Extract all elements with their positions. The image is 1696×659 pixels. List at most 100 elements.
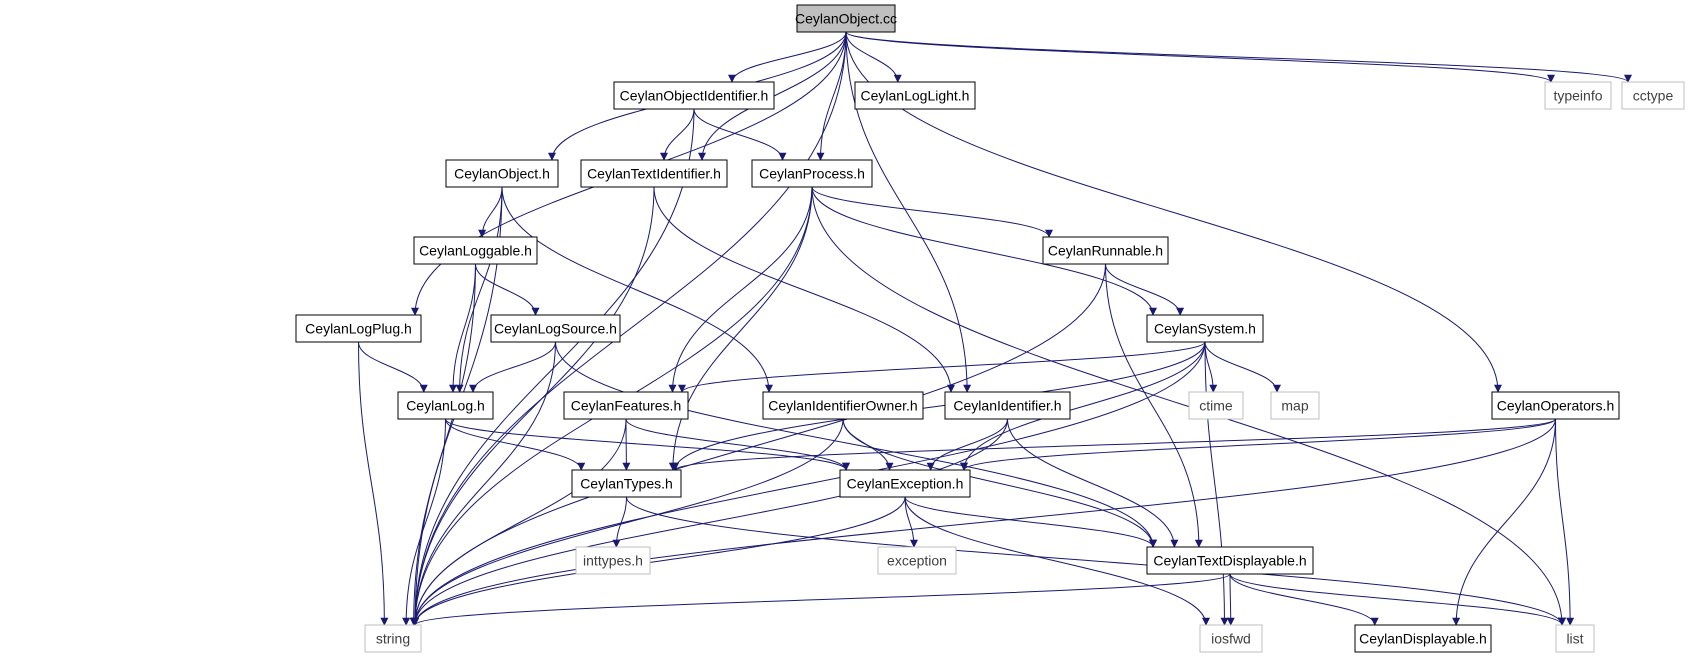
- node-label: inttypes.h: [583, 553, 643, 569]
- edge-runnable-to-system: [1105, 263, 1185, 316]
- node-box: [1146, 546, 1314, 575]
- edge-root-to-objid: [728, 31, 847, 83]
- edge-operators-to-exception: [960, 418, 1556, 471]
- node-inttypes-h: inttypes.h: [575, 546, 651, 575]
- edge-identifier-to-textdisp: [1007, 418, 1179, 548]
- edge-system-to-map: [1204, 341, 1281, 393]
- edge-objid-to-textid: [660, 108, 695, 161]
- node-exception: exception: [877, 546, 957, 575]
- node-label: CeylanLoggable.h: [419, 243, 532, 259]
- node-label: CeylanLogLight.h: [861, 88, 970, 104]
- node-label: CeylanFeatures.h: [571, 398, 682, 414]
- edge-root-to-string: [411, 31, 847, 626]
- edge-object-to-idowner: [501, 186, 773, 393]
- edge-operators-to-displayable: [1452, 418, 1556, 626]
- node-box: [1354, 624, 1492, 653]
- edge-log-to-exception: [445, 418, 850, 471]
- edge-log-to-types: [445, 418, 586, 471]
- node-ceylantextidentifier-h[interactable]: CeylanTextIdentifier.h: [580, 159, 728, 188]
- node-ceylandisplayable-h[interactable]: CeylanDisplayable.h: [1354, 624, 1492, 653]
- edge-process-to-runnable: [811, 186, 1053, 238]
- node-label: CeylanTextIdentifier.h: [587, 166, 721, 182]
- edge-operators-to-types: [671, 418, 1556, 471]
- node-label: CeylanLogSource.h: [494, 321, 617, 337]
- node-ceylanprocess-h[interactable]: CeylanProcess.h: [751, 159, 873, 188]
- node-ceylantextdisplayable-h[interactable]: CeylanTextDisplayable.h: [1146, 546, 1314, 575]
- node-box: [1146, 314, 1264, 343]
- node-ceylanloggable-h[interactable]: CeylanLoggable.h: [413, 236, 538, 265]
- node-ceylanloglight-h[interactable]: CeylanLogLight.h: [854, 81, 976, 110]
- edge-root-to-cctype: [845, 31, 1632, 83]
- node-ceylanlog-h[interactable]: CeylanLog.h: [397, 391, 494, 420]
- edge-objid-to-string: [411, 108, 695, 626]
- node-box: [571, 469, 682, 498]
- node-box: [295, 314, 422, 343]
- node-ceylansystem-h[interactable]: CeylanSystem.h: [1146, 314, 1264, 343]
- node-ceylanobject-cc[interactable]: CeylanObject.cc: [795, 4, 897, 33]
- node-box: [796, 4, 896, 33]
- node-ctime: ctime: [1188, 391, 1244, 420]
- node-label: CeylanRunnable.h: [1048, 243, 1163, 259]
- node-box: [563, 391, 689, 420]
- edge-identifier-to-exception: [926, 418, 1008, 471]
- edge-root-to-identifier: [845, 31, 972, 393]
- node-label: string: [376, 631, 410, 647]
- node-ceylanrunnable-h[interactable]: CeylanRunnable.h: [1042, 236, 1169, 265]
- node-box: [1042, 236, 1169, 265]
- edge-exception-to-stdexception: [904, 496, 918, 548]
- node-ceylanexception-h[interactable]: CeylanException.h: [839, 469, 971, 498]
- edge-exception-to-textdisp: [904, 496, 1157, 548]
- edge-log-to-string: [402, 418, 446, 626]
- node-box: [1544, 81, 1612, 110]
- edge-object-to-loggable: [478, 186, 503, 238]
- edge-textdisp-to-displayable: [1229, 573, 1379, 626]
- edge-system-to-iosfwd: [1204, 341, 1229, 626]
- node-ceylanobjectidentifier-h[interactable]: CeylanObjectIdentifier.h: [613, 81, 775, 110]
- node-label: CeylanLogPlug.h: [305, 321, 412, 337]
- node-ceylanlogplug-h[interactable]: CeylanLogPlug.h: [295, 314, 422, 343]
- edge-object-to-log: [455, 186, 503, 393]
- node-ceylanidentifierowner-h[interactable]: CeylanIdentifierOwner.h: [762, 391, 924, 420]
- edge-process-to-list: [811, 186, 1566, 626]
- node-ceylanlogsource-h[interactable]: CeylanLogSource.h: [490, 314, 621, 343]
- node-iosfwd: iosfwd: [1199, 624, 1263, 653]
- node-box: [839, 469, 971, 498]
- node-label: CeylanObjectIdentifier.h: [620, 88, 769, 104]
- node-label: CeylanObject.cc: [795, 11, 897, 27]
- node-ceylanobject-h[interactable]: CeylanObject.h: [445, 159, 559, 188]
- node-cctype: cctype: [1621, 81, 1685, 110]
- edge-objid-to-process: [693, 108, 787, 161]
- node-box: [1621, 81, 1685, 110]
- edge-types-to-inttypes: [612, 496, 627, 548]
- node-ceylanfeatures-h[interactable]: CeylanFeatures.h: [563, 391, 689, 420]
- node-label: CeylanOperators.h: [1497, 398, 1615, 414]
- node-label: ctime: [1199, 398, 1233, 414]
- edge-exception-to-iosfwd: [904, 496, 1210, 626]
- node-ceylanidentifier-h[interactable]: CeylanIdentifier.h: [944, 391, 1071, 420]
- node-list: list: [1555, 624, 1595, 653]
- node-label: CeylanLog.h: [406, 398, 485, 414]
- node-label: list: [1566, 631, 1583, 647]
- edge-process-to-types: [668, 186, 813, 471]
- node-box: [1555, 624, 1595, 653]
- edge-logplug-to-log: [358, 341, 428, 393]
- node-label: cctype: [1633, 88, 1674, 104]
- node-label: CeylanIdentifier.h: [953, 398, 1061, 414]
- node-box: [751, 159, 873, 188]
- dependency-edges: [358, 31, 1632, 626]
- node-ceylanoperators-h[interactable]: CeylanOperators.h: [1491, 391, 1620, 420]
- edge-operators-to-list: [1555, 418, 1575, 626]
- edge-logplug-to-string: [358, 341, 389, 626]
- node-box: [1270, 391, 1320, 420]
- node-label: CeylanObject.h: [454, 166, 550, 182]
- node-box: [413, 236, 538, 265]
- node-label: map: [1281, 398, 1308, 414]
- node-box: [944, 391, 1071, 420]
- node-label: CeylanIdentifierOwner.h: [768, 398, 917, 414]
- node-typeinfo: typeinfo: [1544, 81, 1612, 110]
- node-label: CeylanSystem.h: [1154, 321, 1256, 337]
- node-ceylantypes-h[interactable]: CeylanTypes.h: [571, 469, 682, 498]
- edge-loggable-to-log: [449, 263, 476, 393]
